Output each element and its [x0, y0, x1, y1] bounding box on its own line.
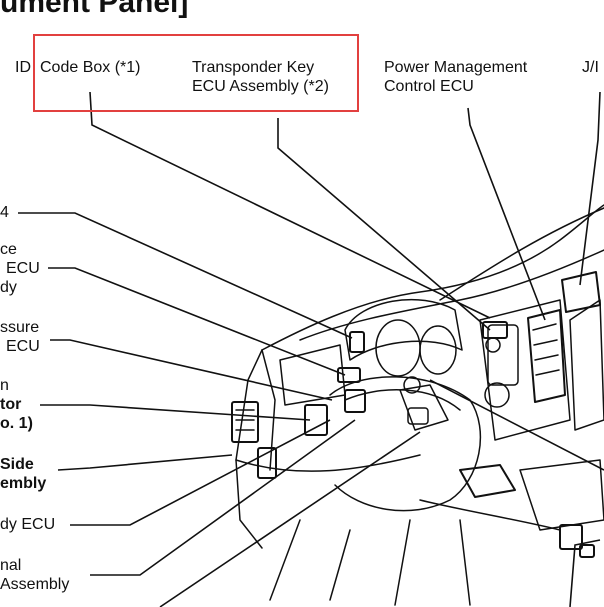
- leader-power-ecu: [467, 107, 546, 321]
- dash-left-panel: [261, 349, 276, 471]
- gauge-right: [419, 325, 457, 375]
- connector-e: [559, 524, 583, 550]
- label-left-dy1: dy: [0, 279, 17, 296]
- leader-ssure-ecu: [50, 339, 333, 401]
- floor-bracket: [419, 499, 561, 531]
- label-transponder-2: ECU Assembly (*2): [192, 78, 329, 95]
- label-left-side: Side: [0, 456, 34, 473]
- label-code-box: Code Box (*1): [40, 59, 141, 76]
- steering-wheel-inner: [344, 389, 461, 411]
- label-power-1: Power Management: [384, 59, 528, 76]
- center-vent: [487, 324, 519, 386]
- label-left-4: 4: [0, 204, 9, 221]
- dash-lower-edge: [235, 454, 421, 472]
- label-left-dyecu: dy ECU: [0, 516, 56, 533]
- leader-ce-ecu: [48, 267, 346, 376]
- page-title: ument Panel]: [0, 0, 189, 19]
- module-left: [231, 401, 259, 443]
- center-knob-2: [484, 382, 510, 408]
- ignition-switch: [407, 407, 429, 425]
- ignition-ring: [403, 376, 421, 394]
- label-left-nal: nal: [0, 557, 22, 574]
- label-jb: J/I: [582, 59, 599, 76]
- leader-tor: [40, 404, 311, 421]
- label-left-no1: o. 1): [0, 415, 33, 432]
- floor-console: [459, 464, 516, 498]
- center-stack: [479, 299, 571, 441]
- label-left-ssure: ssure: [0, 319, 40, 336]
- dash-top-edge: [261, 204, 604, 351]
- leader-jb: [579, 91, 601, 286]
- leader-nal: [90, 419, 356, 576]
- right-panel: [569, 299, 604, 431]
- windshield-edge: [439, 207, 604, 301]
- label-transponder-1: Transponder Key: [192, 59, 315, 76]
- lower-right-trim: [519, 459, 604, 531]
- leader-4: [18, 212, 353, 339]
- steering-wheel: [329, 376, 482, 512]
- label-left-assembly: Assembly: [0, 576, 70, 593]
- label-left-ecu1: ECU: [6, 260, 40, 277]
- leader-right-connector: [569, 539, 601, 607]
- label-left-n: n: [0, 377, 9, 394]
- transponder-unit: [482, 321, 508, 339]
- label-left-ce: ce: [0, 241, 17, 258]
- connector-f: [579, 544, 595, 558]
- module-left-2: [257, 447, 277, 479]
- leader-right-ignition: [429, 379, 604, 471]
- leader-transponder: [277, 118, 491, 331]
- leader-bottom-1: [159, 431, 421, 607]
- connector-b: [337, 367, 361, 383]
- label-left-ecu2: ECU: [6, 338, 40, 355]
- highlight-box: [33, 34, 359, 112]
- dash-top-edge-2: [299, 249, 604, 341]
- label-left-tor: tor: [0, 396, 22, 413]
- power-ecu-module: [527, 309, 566, 403]
- connector-a: [349, 331, 365, 353]
- id-code-prefix: ID: [15, 59, 31, 76]
- label-power-2: Control ECU: [384, 78, 474, 95]
- connector-c: [344, 389, 366, 413]
- leader-dy-ecu: [70, 419, 331, 526]
- leader-side: [57, 454, 233, 471]
- gauge-left: [375, 319, 421, 377]
- label-left-embly: embly: [0, 475, 47, 492]
- leader-code-box: [89, 91, 491, 319]
